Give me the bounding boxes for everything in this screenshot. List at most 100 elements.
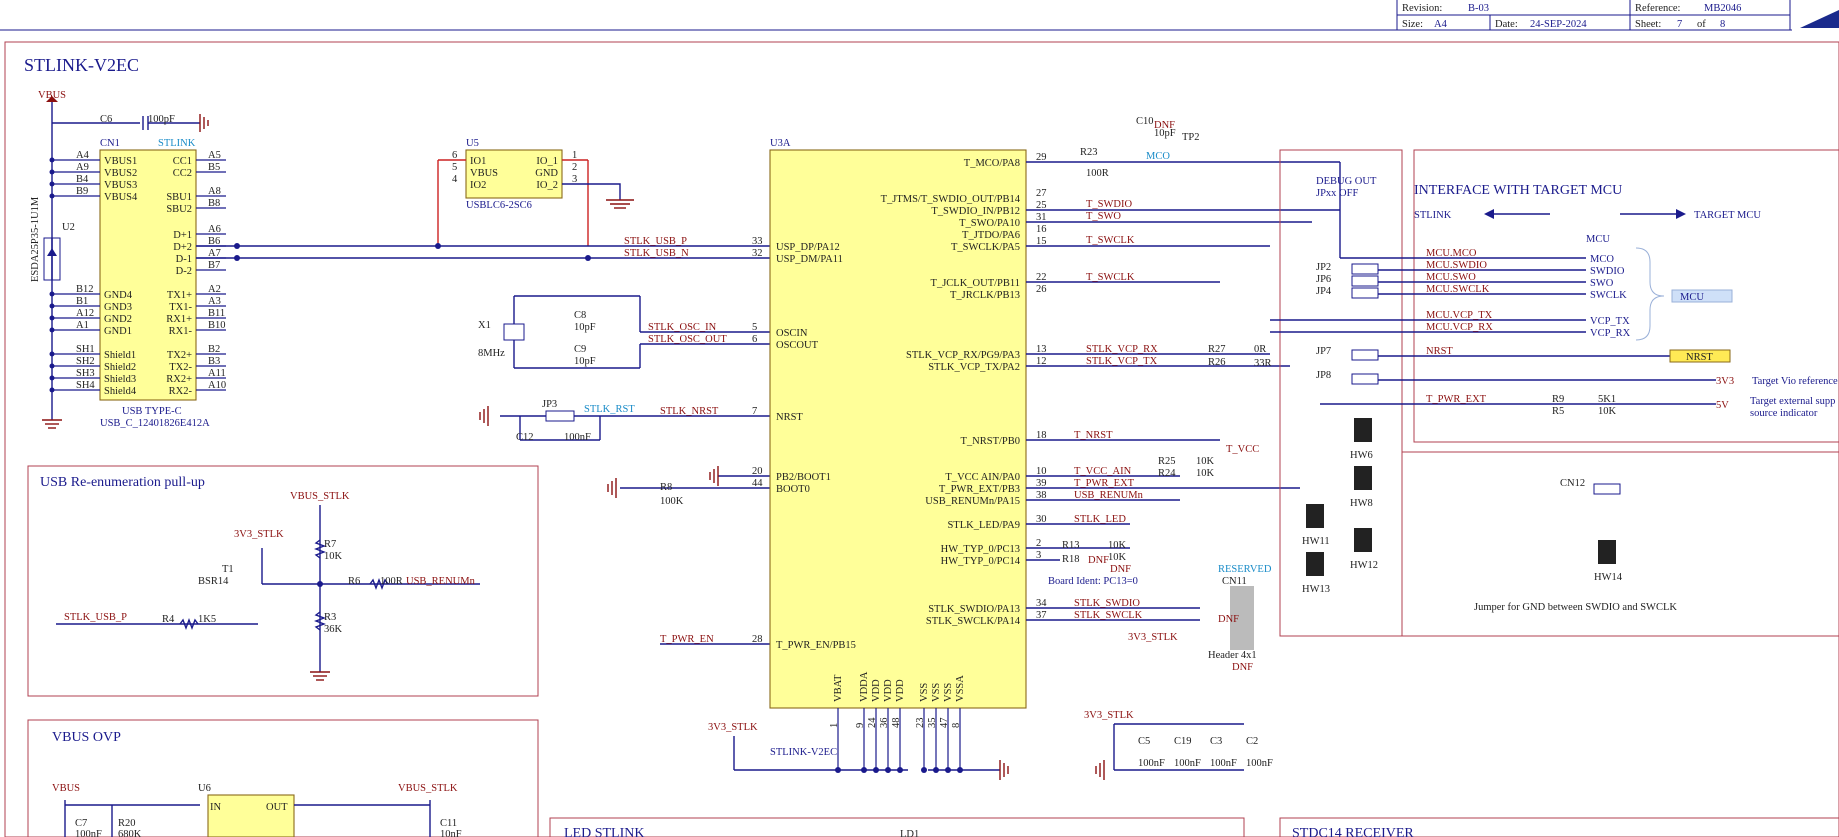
stdc14-box	[1279, 817, 1839, 837]
u2-ref: U2	[62, 222, 75, 233]
cn1-right-name: TX2+	[167, 350, 192, 361]
c12-value: 100nF	[564, 432, 591, 443]
u3a-bottom-pin-num: 1	[829, 723, 840, 728]
r18-value: 10K	[1108, 552, 1127, 563]
u3a-right-pin-name: HW_TYP_0/PC13	[941, 544, 1020, 555]
cn1-left-pin: A9	[76, 162, 89, 173]
hw11-ref: HW11	[1302, 536, 1330, 547]
debug-out-title2: JPxx OFF	[1316, 188, 1358, 199]
c3-value: 100nF	[1210, 758, 1237, 769]
cn1-right-name: RX2-	[169, 386, 193, 397]
r13-ref: R13	[1062, 540, 1080, 551]
cn1-right-pin: A3	[208, 296, 221, 307]
jp6-header	[1351, 275, 1379, 287]
jumper-note: Jumper for GND between SWDIO and SWCLK	[1474, 602, 1677, 613]
t1-ref: T1	[222, 564, 234, 575]
cn1-right-pin: B6	[208, 236, 220, 247]
cn1-right-name: RX1-	[169, 326, 193, 337]
hw12-ref: HW12	[1350, 560, 1378, 571]
u3a-bottom-junction	[921, 767, 927, 773]
cn12-ref: CN12	[1560, 478, 1585, 489]
cn1-left-junction	[49, 181, 55, 187]
r23-ref: R23	[1080, 147, 1098, 158]
jp8-header	[1351, 373, 1379, 385]
u3a-right-pin-name: T_SWDIO_IN/PB12	[931, 206, 1020, 217]
cn11-dnf: DNF	[1218, 614, 1239, 625]
cn1-left-pin: SH1	[76, 344, 95, 355]
cn11-ref: CN11	[1222, 576, 1247, 587]
vbus-net-label: VBUS	[38, 90, 66, 101]
cn11-part: Header 4x1	[1208, 650, 1257, 661]
cn1-left-junction	[49, 315, 55, 321]
x1-ref: X1	[478, 320, 491, 331]
c3-ref: C3	[1210, 736, 1222, 747]
mcu-swdio: MCU.SWDIO	[1426, 260, 1487, 271]
u3a-ref: U3A	[770, 138, 791, 149]
u3a-right-pin-name: T_JTDO/PA6	[962, 230, 1020, 241]
u5-part: USBLC6-2SC6	[466, 200, 532, 211]
u5-right-pin: 3	[572, 174, 577, 185]
cn1-left-name: Shield4	[104, 386, 137, 397]
renum-3v3: 3V3_STLK	[234, 529, 284, 540]
cn1-left-name: VBUS3	[104, 180, 137, 191]
cn1-right-pin: A7	[208, 248, 221, 259]
cn1-name: STLINK	[158, 138, 196, 149]
cn1-right-pin: A2	[208, 284, 221, 295]
u3a-left-pin-name: USP_DM/PA11	[776, 254, 843, 265]
u3a-bottom-pin-num: 8	[951, 723, 962, 728]
cn1-left-name: GND4	[104, 290, 133, 301]
u3a-bottom-pin-name: VSS	[919, 683, 930, 702]
cn1-left-name: GND3	[104, 302, 132, 313]
sheet-title: STLINK-V2EC	[24, 55, 139, 75]
u3a-right-pin-num: 34	[1036, 598, 1047, 609]
r18-dnf2: DNF	[1110, 564, 1131, 575]
c6-value: 100pF	[148, 114, 175, 125]
r6-ref: R6	[348, 576, 360, 587]
c19-value: 100nF	[1174, 758, 1201, 769]
cn1-right-name: D-2	[176, 266, 192, 277]
of-label: of	[1697, 19, 1706, 30]
u3a-right-pin-num: 15	[1036, 236, 1047, 247]
hw14-ref: HW14	[1594, 572, 1623, 583]
u5-right-pin: 1	[572, 150, 577, 161]
cn1-right-name: D+2	[173, 242, 192, 253]
r25-ref: R25	[1158, 456, 1176, 467]
vbus-ovp-title: VBUS OVP	[52, 730, 121, 745]
led-stlink-title: LED STLINK	[564, 826, 645, 837]
u3a-left-pin-name: T_PWR_EN/PB15	[776, 640, 856, 651]
cn1-right-name: SBU1	[166, 192, 192, 203]
r6-value: 100R	[380, 576, 403, 587]
stlk-nrst-net: STLK_NRST	[660, 406, 719, 417]
cn1-right-name: CC2	[173, 168, 192, 179]
cn1-right-name: D-1	[176, 254, 192, 265]
u3a-left-pin-name: OSCIN	[776, 328, 808, 339]
cn1-left-junction	[49, 375, 55, 381]
t-vcc-net: T_VCC	[1226, 444, 1259, 455]
c6-ref: C6	[100, 114, 112, 125]
c9-value: 10pF	[574, 356, 596, 367]
u3a-right-pin-num: 22	[1036, 272, 1047, 283]
cn1-left-pin: SH4	[76, 380, 95, 391]
mcu-interface-nets: MCU.MCO MCU.SWDIO MCU.SWO MCU.SWCLK MCU.…	[1270, 162, 1838, 419]
cn1-right-pin: A5	[208, 150, 221, 161]
board-ident: Board Ident: PC13=0	[1048, 576, 1138, 587]
usb-renum-box	[27, 465, 539, 697]
r5-ref: R5	[1552, 406, 1564, 417]
nrst-net: NRST	[1426, 346, 1453, 357]
x1-value: 8MHz	[478, 348, 505, 359]
u3a-right-pin-num: 25	[1036, 200, 1047, 211]
r4-value: 1K5	[198, 614, 216, 625]
jp7-header	[1351, 349, 1379, 361]
u3a-right-pin-num: 3	[1036, 550, 1041, 561]
mcu-pin-vcp-rx: VCP_RX	[1590, 328, 1631, 339]
mcu-pin-swdio: SWDIO	[1590, 266, 1625, 277]
c10-dnf: DNF	[1154, 120, 1175, 131]
u3a-bottom-pin-num: 48	[891, 718, 902, 729]
cn1-type: USB TYPE-C	[122, 406, 182, 417]
u3a-right-pin-name: T_JTMS/T_SWDIO_OUT/PB14	[881, 194, 1021, 205]
mco-net: MCO	[1146, 151, 1170, 162]
sheet-value: 7	[1677, 19, 1682, 30]
cn1-right-pin: A11	[208, 368, 226, 379]
c12-ref: C12	[516, 432, 534, 443]
jumper-blocks: JP2 JP6 JP4 JP7 JP8	[1316, 262, 1379, 385]
